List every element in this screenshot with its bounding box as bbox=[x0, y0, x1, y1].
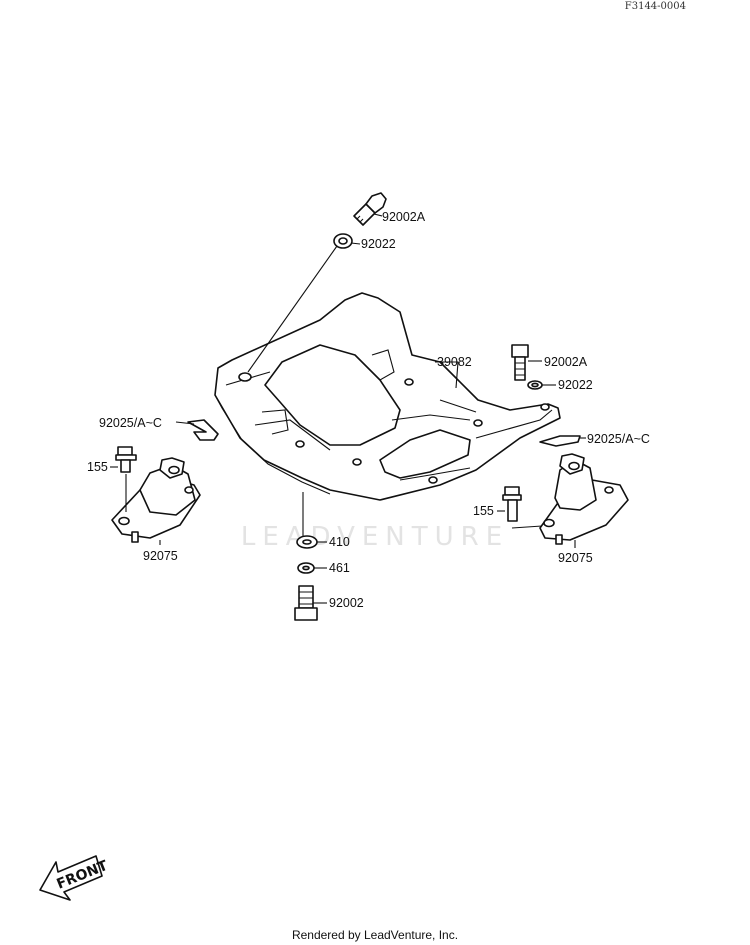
callout-clip-92025-right: 92025/A~C bbox=[587, 432, 650, 446]
callout-bolt-92002a-right: 92002A bbox=[544, 355, 588, 369]
document-id: F3144-0004 bbox=[625, 1, 686, 12]
callout-bolt-92002-bottom: 92002 bbox=[329, 596, 364, 610]
bolt-92002a-top bbox=[353, 192, 387, 226]
clip-92025-right bbox=[539, 435, 581, 447]
bolt-155-left bbox=[115, 446, 137, 473]
clip-92025-left bbox=[187, 419, 219, 441]
bolt-92002-bottom bbox=[294, 585, 318, 621]
washer-92022-top bbox=[333, 233, 353, 249]
callout-mount-92075-left: 92075 bbox=[143, 549, 178, 563]
front-arrow-icon: FRONT bbox=[39, 855, 111, 901]
washer-410 bbox=[296, 535, 318, 549]
callout-washer-410: 410 bbox=[329, 535, 350, 549]
callout-washer-92022-right: 92022 bbox=[558, 378, 593, 392]
callout-clip-92025-left: 92025/A~C bbox=[99, 416, 162, 430]
callout-mount-92075-right: 92075 bbox=[558, 551, 593, 565]
washer-461 bbox=[297, 562, 315, 574]
footer-credit: Rendered by LeadVenture, Inc. bbox=[292, 928, 458, 942]
rubber-mount-92075-right bbox=[539, 453, 629, 545]
watermark: LEADVENTURE bbox=[241, 522, 509, 552]
leader-lines bbox=[110, 213, 586, 604]
rubber-mount-92075-left bbox=[111, 457, 201, 543]
mount-plate-39082 bbox=[214, 292, 561, 501]
callout-bolt-92002a-top: 92002A bbox=[382, 210, 426, 224]
callout-bolt-155-right: 155 bbox=[473, 504, 494, 518]
callout-plate-39082: 39082 bbox=[437, 355, 472, 369]
callout-bolt-155-left: 155 bbox=[87, 460, 108, 474]
washer-92022-right bbox=[527, 380, 543, 390]
bolt-155-right bbox=[502, 486, 522, 522]
callout-washer-92022-top: 92022 bbox=[361, 237, 396, 251]
callout-washer-461: 461 bbox=[329, 561, 350, 575]
bolt-92002a-right bbox=[511, 344, 529, 381]
